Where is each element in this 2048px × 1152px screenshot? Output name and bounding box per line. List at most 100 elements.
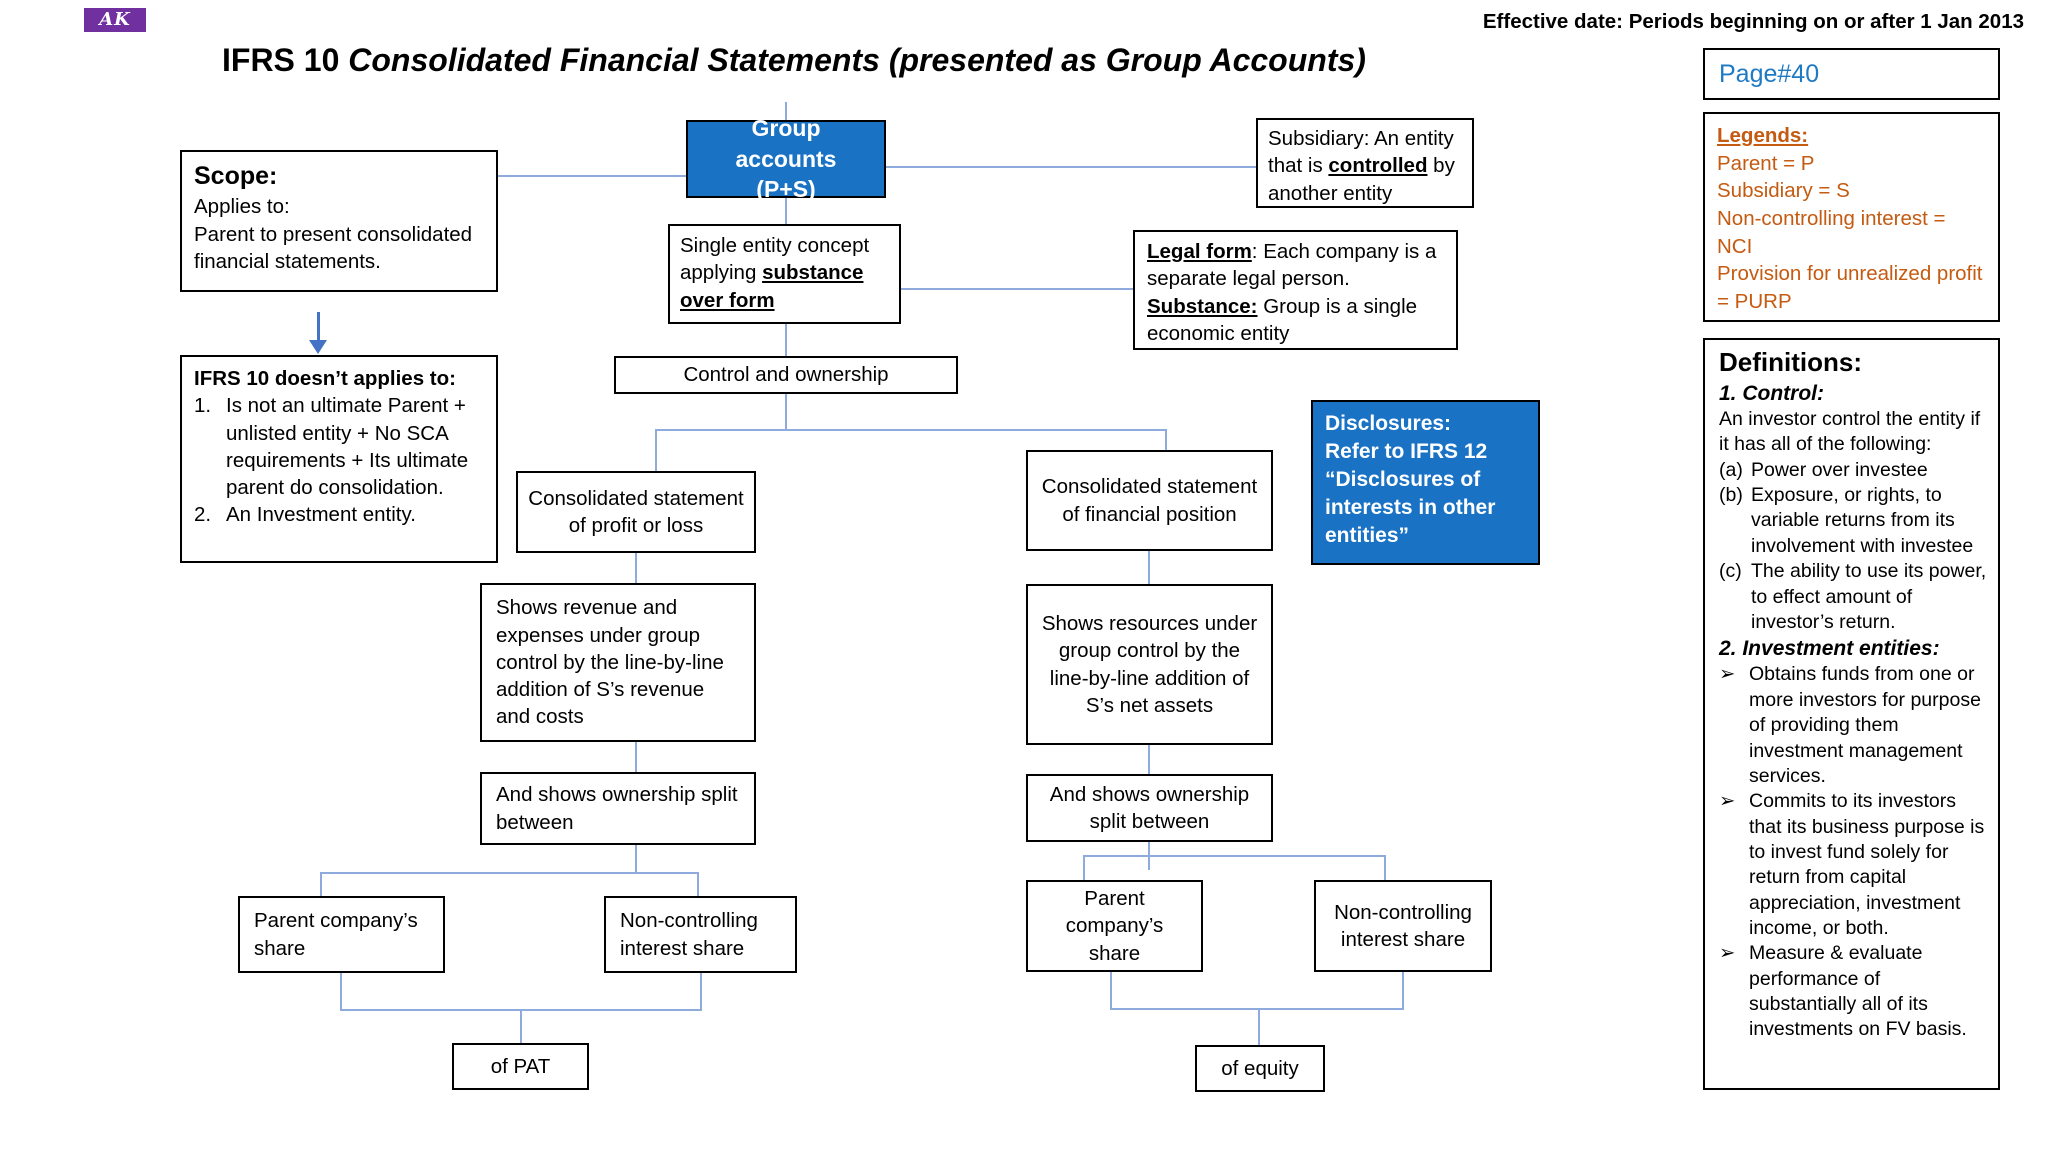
definitions-title: Definitions: — [1719, 347, 1862, 377]
right-result-label: of equity — [1221, 1056, 1299, 1080]
group-accounts-box: Group accounts (P+S) — [686, 115, 886, 202]
connector-left-split-nci-drop — [697, 872, 699, 896]
subsidiary-box: Subsidiary: An entity that is controlled… — [1256, 118, 1474, 208]
control-ownership-box: Control and ownership — [614, 356, 958, 394]
substance-label: Substance: — [1147, 294, 1258, 318]
connector-left-ownership-split — [320, 872, 698, 874]
left-parent-share-label: Parent company’s share — [254, 909, 418, 960]
legal-form-text: : Each company is a separate legal perso… — [1147, 240, 1437, 291]
right-parent-share-box: Parent company’s share — [1026, 880, 1203, 972]
definitions-control-item-marker: (b) — [1719, 484, 1743, 507]
left-shows-box: Shows revenue and expenses under group c… — [480, 583, 756, 742]
definitions-investment-heading: 2. Investment entities: — [1719, 637, 1940, 661]
definitions-control-item-marker: (a) — [1719, 458, 1743, 481]
legal-form-line: Legal form: Each company is a separate l… — [1147, 238, 1444, 293]
legend-item: Parent = P — [1717, 151, 1815, 175]
legend-item: Provision for unrealized profit = PURP — [1717, 262, 1983, 314]
scope-box: Scope: Applies to: Parent to present con… — [180, 150, 498, 292]
connector-right-statement-to-shows — [1148, 551, 1150, 584]
definitions-control-item-text: The ability to use its power, to effect … — [1751, 560, 1987, 633]
not-applies-item-text: An Investment entity. — [226, 503, 416, 527]
ak-logo: AK — [84, 8, 146, 32]
page-title-name: Consolidated Financial Statements (prese… — [348, 42, 1366, 78]
left-result-label: of PAT — [490, 1054, 551, 1078]
subsidiary-text-post: by another entity — [1268, 154, 1455, 205]
arrow-bullet-icon: ➢ — [1719, 663, 1736, 686]
right-nci-share-label: Non-controlling interest share — [1334, 900, 1472, 951]
left-parent-share-box: Parent company’s share — [238, 896, 445, 973]
left-ownership-box: And shows ownership split between — [480, 772, 756, 845]
left-statement-box: Consolidated statement of profit or loss — [516, 471, 756, 553]
connector-control-split-left-drop — [655, 429, 657, 471]
not-applies-title: IFRS 10 doesn’t applies to: — [194, 367, 456, 390]
disclosures-box: Disclosures: Refer to IFRS 12 “Disclosur… — [1311, 400, 1540, 565]
connector-right-parent-to-join — [1110, 972, 1112, 1009]
connector-left-statement-to-shows — [635, 553, 637, 583]
right-statement-label: Consolidated statement of financial posi… — [1041, 475, 1258, 526]
connector-left-parent-to-join — [340, 973, 342, 1010]
page-title: IFRS 10 Consolidated Financial Statement… — [222, 42, 1366, 79]
single-entity-text-bold: substance over form — [680, 261, 864, 312]
not-applies-item: 1. Is not an ultimate Parent + unlisted … — [194, 392, 484, 501]
definitions-investment-item: ➢ Commits to its investors that its busi… — [1719, 789, 1988, 941]
connector-group-to-subsidiary — [886, 166, 1256, 168]
definitions-investment-item: ➢ Measure & evaluate performance of subs… — [1719, 941, 1988, 1042]
connector-scope-to-group — [498, 175, 686, 177]
legend-item: Subsidiary = S — [1717, 179, 1850, 203]
connector-right-join-to-result — [1258, 1008, 1260, 1045]
connector-right-shows-to-ownership — [1148, 745, 1150, 774]
connector-group-to-single-entity — [785, 198, 787, 224]
legends-box: Legends: Parent = P Subsidiary = S Non-c… — [1703, 112, 2000, 322]
connector-control-split — [655, 429, 1166, 431]
subsidiary-text-bold: controlled — [1328, 154, 1428, 178]
right-shows-box: Shows resources under group control by t… — [1026, 584, 1273, 745]
connector-right-nci-to-join — [1402, 972, 1404, 1009]
connector-left-split-parent-drop — [320, 872, 322, 896]
definitions-investment-item-text: Obtains funds from one or more investors… — [1749, 663, 1981, 787]
page-title-standard: IFRS 10 — [222, 42, 349, 78]
left-result-box: of PAT — [452, 1043, 589, 1090]
connector-left-join-to-result — [520, 1009, 522, 1043]
left-nci-share-box: Non-controlling interest share — [604, 896, 797, 973]
left-ownership-label: And shows ownership split between — [496, 783, 738, 834]
arrow-scope-to-not-applies-icon — [309, 340, 327, 354]
not-applies-item-text: Is not an ultimate Parent + unlisted ent… — [226, 394, 469, 499]
not-applies-item-marker: 1. — [194, 394, 212, 418]
connector-left-ownership-down — [635, 845, 637, 873]
connector-right-join — [1110, 1008, 1404, 1010]
subsidiary-text-pre: Subsidiary: An entity that is — [1268, 127, 1454, 178]
legend-item: Non-controlling interest = NCI — [1717, 207, 1946, 258]
scope-applies-to: Applies to: — [194, 195, 290, 219]
left-statement-label: Consolidated statement of profit or loss — [528, 486, 744, 537]
definitions-control-item-text: Power over investee — [1751, 458, 1928, 481]
disclosures-line3: “Disclosures of interests in other entit… — [1325, 467, 1496, 547]
right-statement-box: Consolidated statement of financial posi… — [1026, 450, 1273, 551]
right-nci-share-box: Non-controlling interest share — [1314, 880, 1492, 972]
scope-title: Scope: — [194, 162, 278, 190]
disclosures-line2: Refer to IFRS 12 — [1325, 439, 1488, 463]
connector-right-split-parent-drop — [1083, 855, 1085, 880]
legal-form-label: Legal form — [1147, 240, 1252, 263]
substance-line: Substance: Group is a single economic en… — [1147, 293, 1444, 348]
right-ownership-label: And shows ownership split between — [1049, 782, 1250, 833]
right-shows-label: Shows resources under group control by t… — [1041, 612, 1258, 717]
connector-right-split-nci-drop — [1384, 855, 1386, 880]
definitions-control-item: (a) Power over investee — [1719, 458, 1988, 483]
not-applies-item: 2. An Investment entity. — [194, 501, 484, 528]
connector-single-entity-to-control — [785, 324, 787, 356]
left-shows-label: Shows revenue and expenses under group c… — [496, 596, 724, 729]
definitions-control-intro: An investor control the entity if it has… — [1719, 408, 1981, 456]
definitions-box: Definitions: 1. Control: An investor con… — [1703, 338, 2000, 1090]
definitions-control-heading: 1. Control: — [1719, 381, 1824, 405]
definitions-control-item: (b) Exposure, or rights, to variable ret… — [1719, 483, 1988, 559]
legal-substance-box: Legal form: Each company is a separate l… — [1133, 230, 1458, 350]
arrow-bullet-icon: ➢ — [1719, 790, 1736, 813]
connector-top-stub — [785, 102, 787, 120]
page-number-label: Page#40 — [1719, 59, 1820, 88]
group-accounts-line1: Group accounts — [735, 115, 837, 172]
page-number-box[interactable]: Page#40 — [1703, 48, 2000, 100]
not-applies-item-marker: 2. — [194, 503, 212, 527]
connector-right-ownership-split — [1083, 855, 1385, 857]
connector-left-nci-to-join — [700, 973, 702, 1010]
definitions-investment-item-text: Commits to its investors that its busine… — [1749, 790, 1985, 939]
